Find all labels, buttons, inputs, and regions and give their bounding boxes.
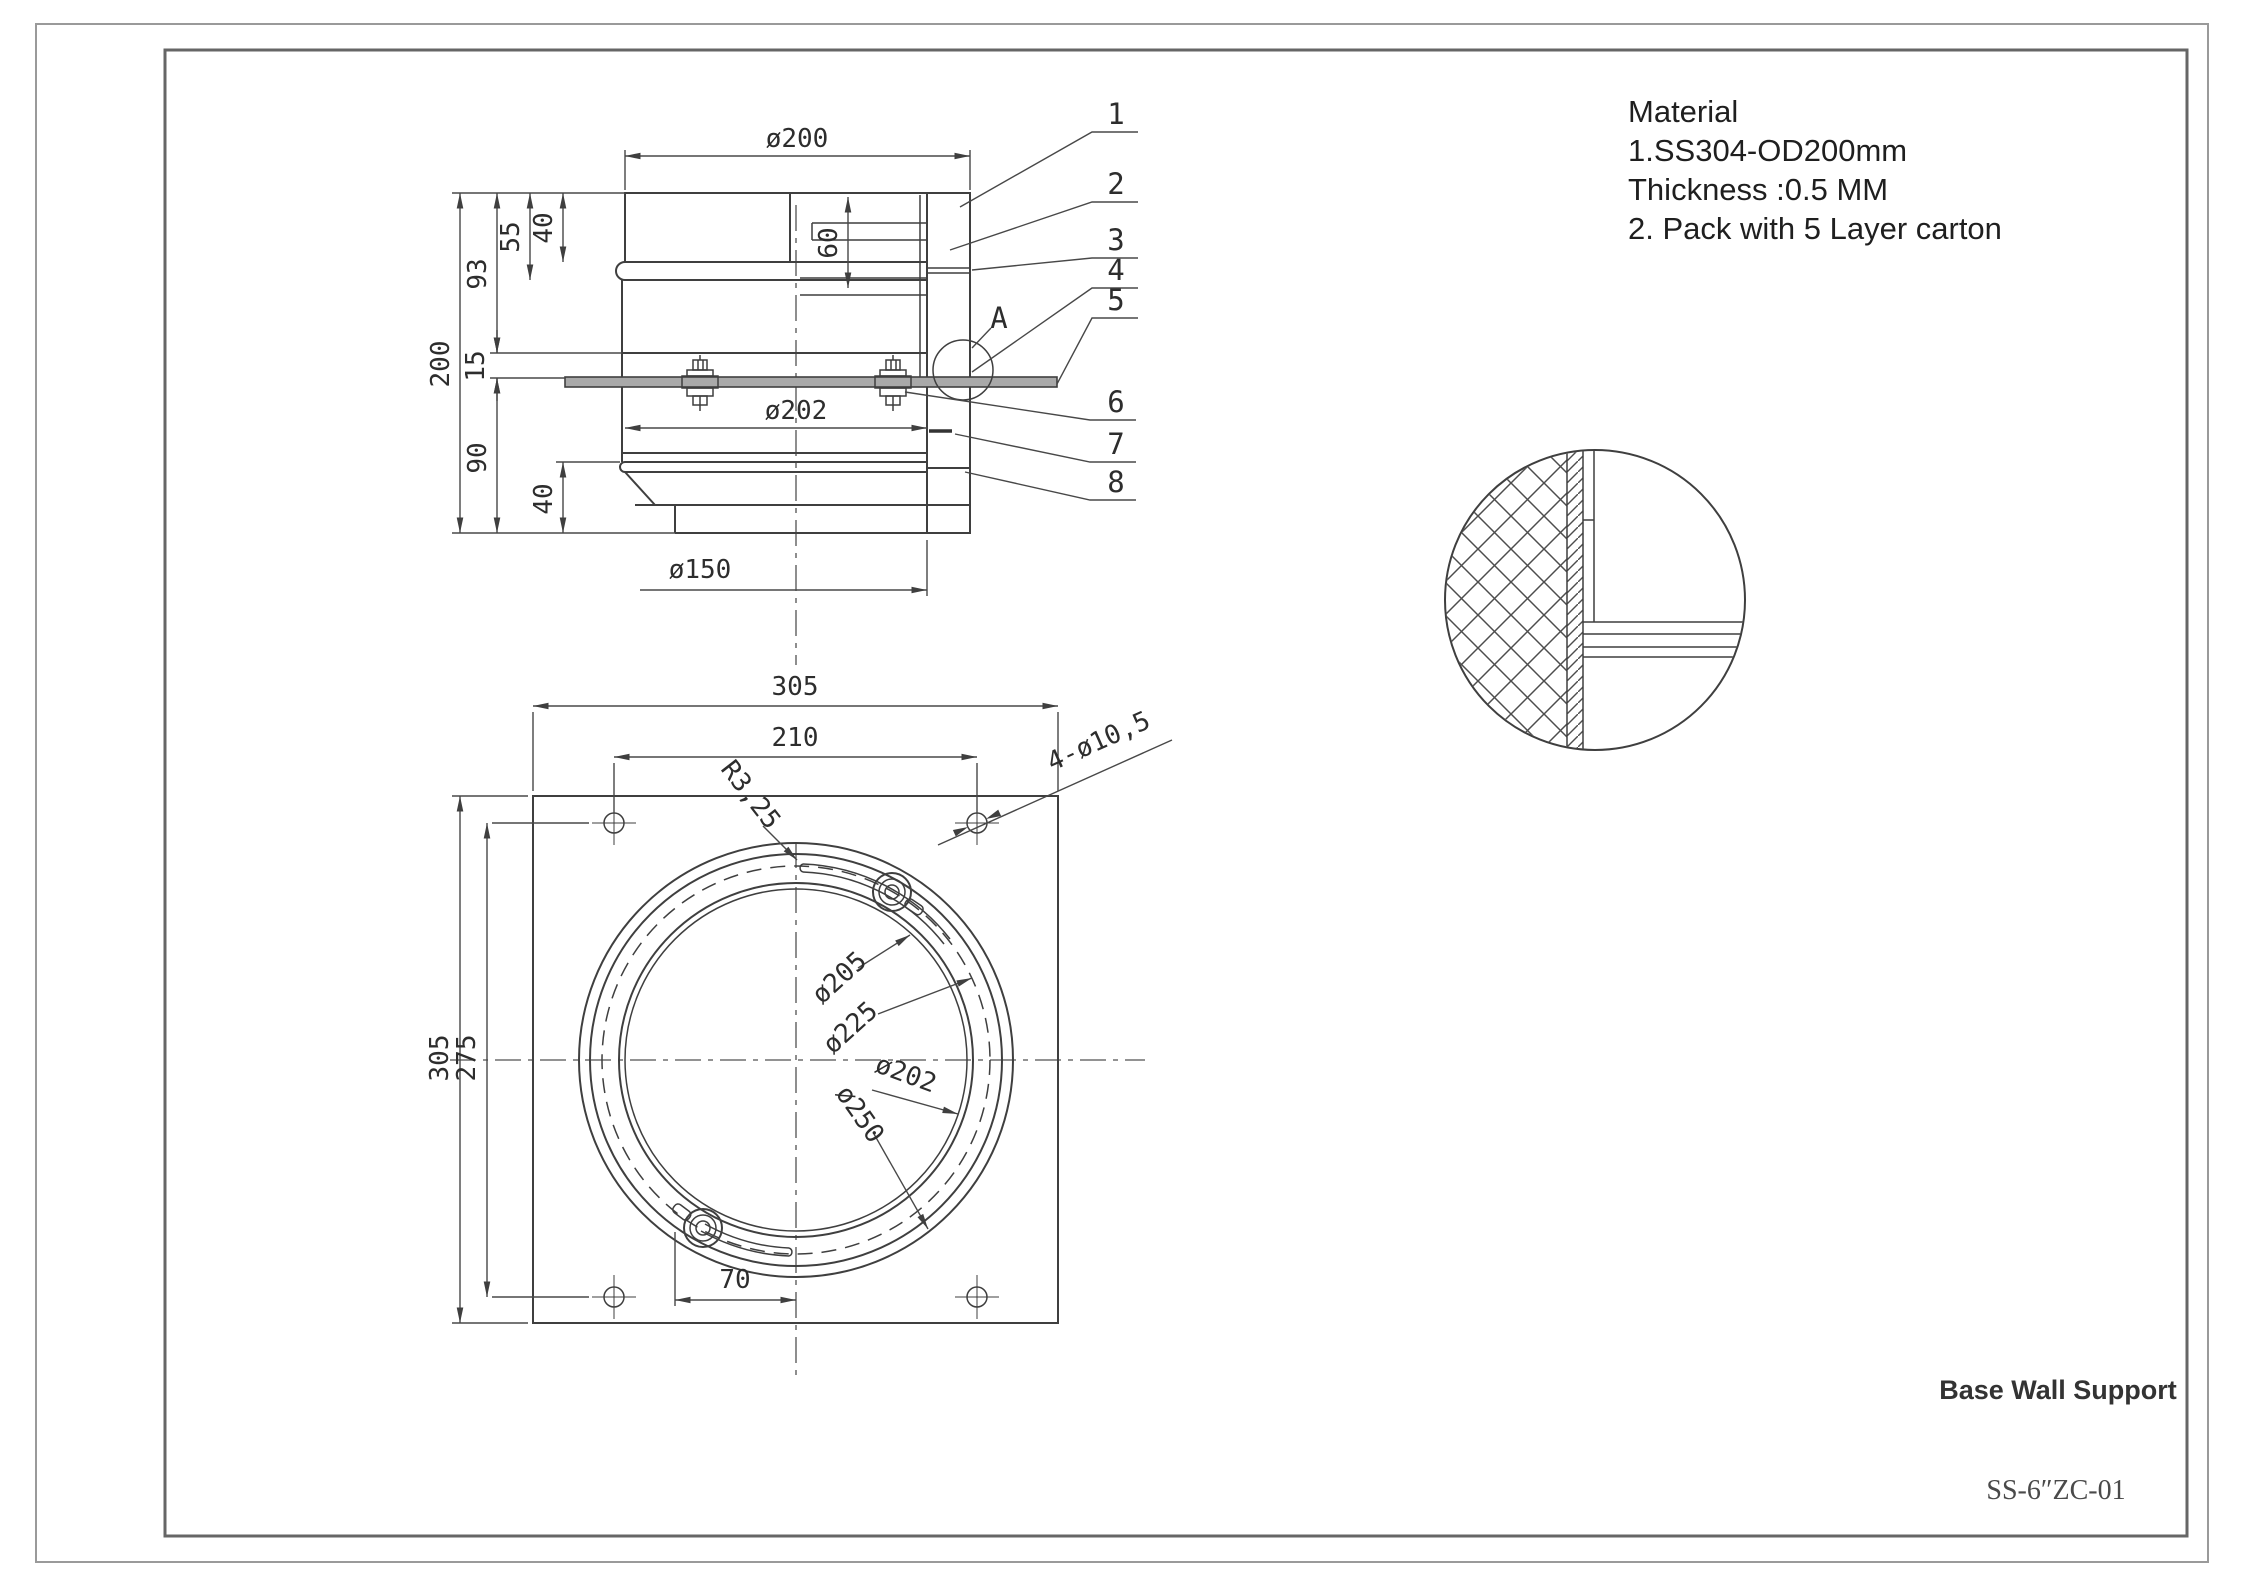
dim-upper-height: 93	[463, 258, 493, 289]
base-plate-outline	[532, 795, 1059, 1324]
balloon-1: 1	[1107, 97, 1124, 131]
dim-outer-dia: ø200	[766, 124, 829, 154]
plan-view: 305 210 305 275 70 4-ø10,5 R3,25 ø205 ø	[425, 672, 1173, 1380]
balloon-3: 3	[1107, 223, 1124, 257]
material-line1: 1.SS304-OD200mm	[1628, 133, 1907, 168]
balloon-5: 5	[1107, 283, 1124, 317]
dim-lip-height: 55	[496, 221, 526, 252]
part-name: Base Wall Support	[1939, 1375, 2177, 1405]
detail-a-leader	[971, 327, 992, 349]
detail-boundary	[1444, 449, 1746, 751]
balloon-4: 4	[1107, 253, 1124, 287]
dim-plate-height: 305	[425, 1035, 455, 1082]
dim-plate-gap: 15	[461, 350, 491, 381]
dim-flange-dia: ø250	[829, 1080, 889, 1149]
detail-a-circle	[932, 339, 994, 401]
clamp-bolt-bottom	[672, 1203, 723, 1248]
material-title: Material	[1628, 94, 1738, 129]
drawing-number: SS-6″ZC-01	[1986, 1475, 2125, 1506]
dim-total-height: 200	[426, 341, 456, 388]
dim-hole-pitch-v: 275	[452, 1035, 482, 1082]
dim-pipe-dia: ø202	[871, 1050, 940, 1100]
dim-lower-height: 90	[463, 442, 493, 473]
dim-bottom-dia: ø150	[669, 555, 732, 585]
detail-a-label: A	[990, 301, 1007, 335]
plan-dimensions: 305 210 305 275 70 4-ø10,5 R3,25 ø205 ø	[425, 672, 1173, 1324]
balloon-6: 6	[1107, 385, 1124, 419]
material-line2: Thickness :0.5 MM	[1628, 172, 1888, 207]
clamp-band	[672, 863, 951, 1257]
dim-collar-dia: ø202	[765, 396, 828, 426]
title-block: Base Wall Support SS-6″ZC-01	[1939, 1375, 2177, 1506]
material-line3: 2. Pack with 5 Layer carton	[1628, 211, 2002, 246]
dim-inner-height: 60	[814, 227, 844, 258]
material-notes: Material 1.SS304-OD200mm Thickness :0.5 …	[1628, 94, 2002, 246]
balloon-7: 7	[1107, 427, 1124, 461]
detail-view-a	[1444, 449, 1746, 751]
section-outline	[615, 192, 971, 534]
balloon-leaders: 1 2 3 4 5 6 7 8	[904, 97, 1138, 501]
wall-plate	[564, 376, 1058, 388]
section-dimensions: ø200 60 40 55 93 200 15 90 40 ø202 ø150	[426, 124, 971, 596]
dim-corner-holes: 4-ø10,5	[1043, 706, 1155, 778]
dim-hole-pitch-h: 210	[772, 723, 819, 753]
section-view: A ø200 60 40 55 93 200 15 90 40	[426, 97, 1138, 665]
balloon-8: 8	[1107, 465, 1124, 499]
drawing-frame	[163, 48, 2189, 1538]
balloon-2: 2	[1107, 167, 1124, 201]
clamp-bolt-top	[872, 872, 924, 916]
outer-border	[35, 23, 2209, 1563]
dim-clamp-offset: 70	[719, 1265, 750, 1295]
dim-rib-height: 40	[529, 212, 559, 243]
dim-plate-width: 305	[772, 672, 819, 702]
dim-bottom-lip-height: 40	[529, 483, 559, 514]
